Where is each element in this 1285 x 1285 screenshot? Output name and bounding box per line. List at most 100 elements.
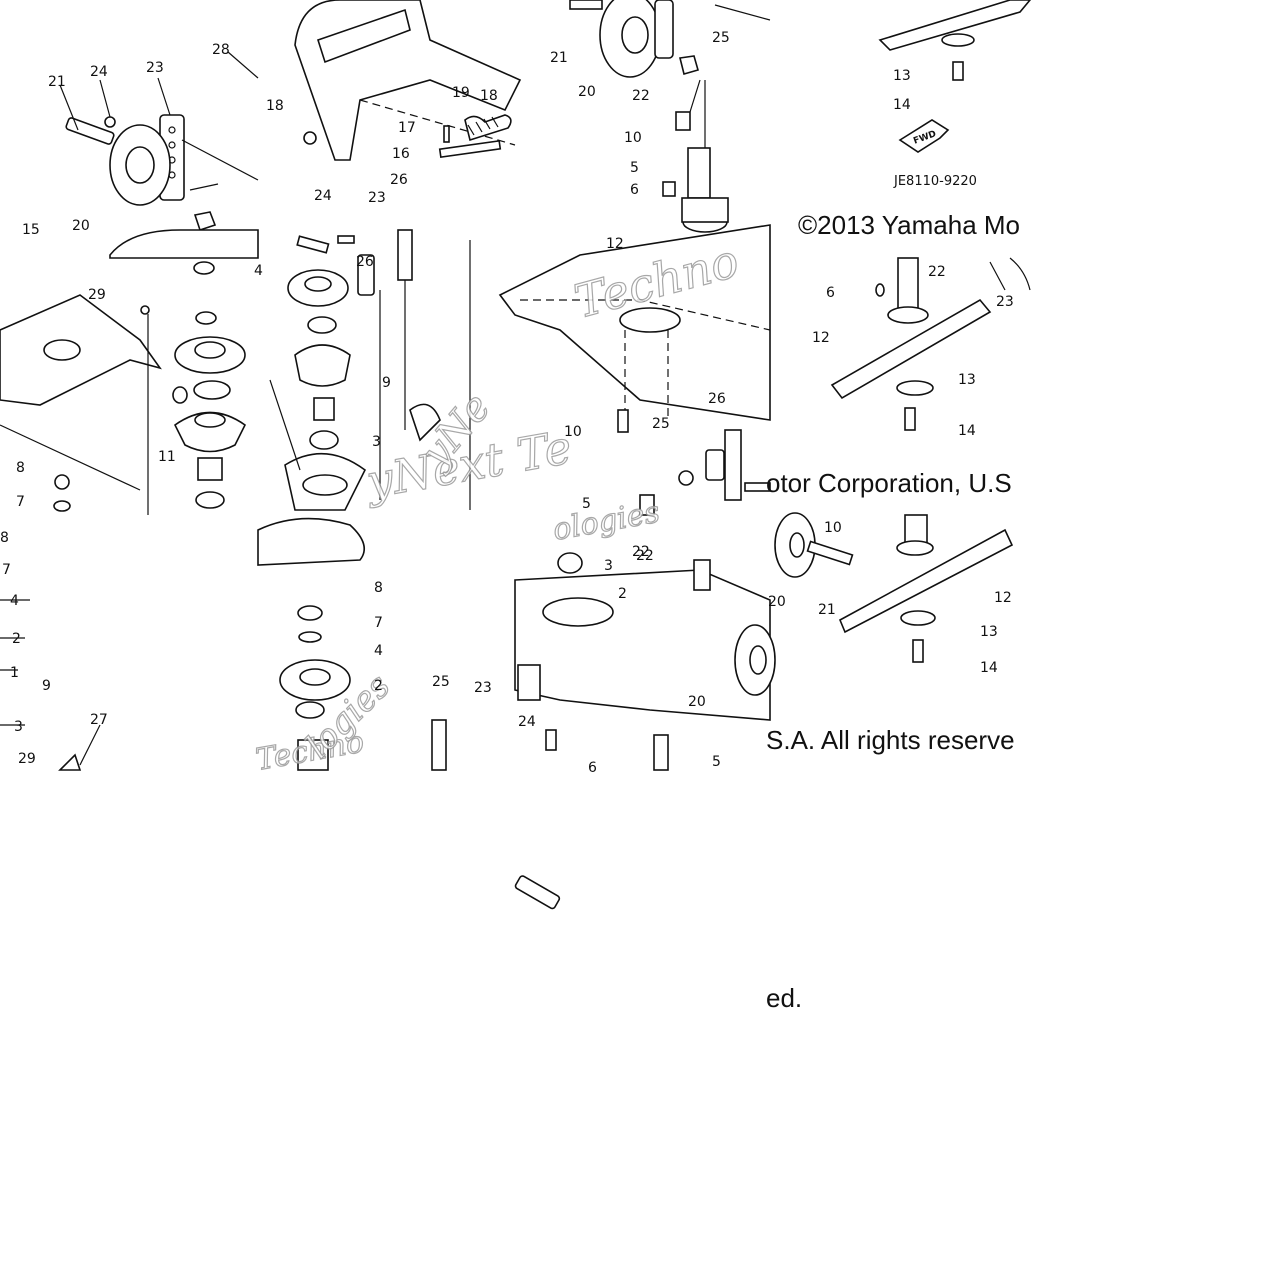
blade-washer-2 (896, 380, 934, 396)
deck-washer (53, 500, 71, 512)
part-label: 13 (958, 372, 976, 388)
deck-bracket-pad (705, 449, 725, 481)
part-label: 22 (632, 88, 650, 104)
spacer (197, 457, 223, 481)
part-label: 16 (392, 146, 410, 162)
lower-nut (297, 605, 323, 621)
part-label: 2 (12, 631, 21, 647)
spring-rod (438, 139, 502, 159)
belt-cover-assembly (294, 0, 522, 161)
part-label: 9 (382, 375, 391, 391)
spindle-shaft (687, 147, 711, 199)
deck-assembly (498, 224, 771, 516)
blade-assembly-middle-right (830, 257, 1031, 431)
idler-bolt (296, 235, 330, 254)
blade-bolt-3 (912, 639, 924, 663)
pulley-nut (193, 261, 215, 275)
copyright-segment-1: ©2013 Yamaha Mo (798, 210, 1021, 240)
bracket-pad (357, 254, 375, 296)
part-label: 9 (42, 678, 51, 694)
part-label: 2 (618, 586, 627, 602)
cover-logo-plate (317, 8, 411, 64)
part-label: 19 (452, 85, 470, 101)
part-label: 11 (158, 449, 176, 465)
part-label: 29 (18, 751, 36, 767)
part-label: 13 (893, 68, 911, 84)
part-label: 8 (0, 530, 9, 546)
spindle-shaft-2 (897, 257, 919, 309)
lower-washer (298, 631, 322, 643)
fwd-arrow (898, 119, 950, 153)
part-label: 1 (10, 665, 19, 681)
lower-bearing (295, 701, 325, 719)
part-label: 14 (958, 423, 976, 439)
lower-spacer (557, 552, 583, 574)
part-label: 3 (604, 558, 613, 574)
part-label: 20 (688, 694, 706, 710)
blade-bolt-2 (904, 407, 916, 431)
blade-assembly-top-right (878, 0, 1032, 153)
part-label: 2 (374, 678, 383, 694)
wheel-bolt (569, 0, 603, 10)
adjust-bar (397, 229, 413, 281)
part-label: 23 (996, 294, 1014, 310)
part-label: 3 (14, 719, 23, 735)
copyright-segment-2: otor Corporation, U.S (766, 468, 1012, 498)
set-pin (337, 235, 355, 244)
deck-nut-2 (678, 470, 694, 486)
idler-spacer (307, 316, 337, 334)
pulley-bolt (172, 386, 188, 404)
lower-spindle (653, 734, 669, 771)
part-label: 10 (564, 424, 582, 440)
part-label: 25 (432, 674, 450, 690)
copyright-segment-4: ed. (766, 983, 803, 1013)
part-label: 25 (712, 30, 730, 46)
part-label: 20 (768, 594, 786, 610)
lower-deck-assembly (514, 552, 776, 910)
part-label: 21 (550, 50, 568, 66)
part-code: JE8110-9220 (894, 174, 977, 189)
deck-edge (109, 229, 259, 259)
part-label: 21 (818, 602, 836, 618)
lower-adjust-bar (431, 719, 447, 771)
axle-bolt (65, 117, 115, 145)
part-label: 26 (708, 391, 726, 407)
part-label: 7 (16, 494, 25, 510)
part-label: 5 (712, 754, 721, 770)
copyright-segment-3: S.A. All rights reserve (766, 725, 1015, 755)
blade (878, 0, 1032, 51)
idler-spacer-2 (313, 397, 335, 421)
part-label: 15 (22, 222, 40, 238)
blade-bolt (952, 61, 964, 81)
part-label: 20 (578, 84, 596, 100)
deck-nut (54, 474, 70, 490)
wheel-bracket (654, 0, 674, 59)
part-label: 4 (10, 593, 19, 609)
cover-nut (303, 131, 317, 145)
wheel-assembly-top-left (59, 51, 259, 259)
lower-housing (297, 739, 329, 771)
blade-washer (941, 33, 975, 47)
pin (443, 125, 450, 143)
part-label: 7 (374, 615, 383, 631)
blade-washer-3 (900, 610, 936, 626)
part-label: 23 (368, 190, 386, 206)
part-label: 22 (928, 264, 946, 280)
part-label: 28 (212, 42, 230, 58)
deck-bolt (617, 409, 629, 433)
shield-bolt (140, 305, 150, 315)
part-label: 12 (994, 590, 1012, 606)
part-label: 21 (48, 74, 66, 90)
part-label: 12 (812, 330, 830, 346)
part-label: 22 (636, 548, 654, 564)
spindle-assembly-top (569, 0, 771, 233)
lower-bolt (545, 729, 557, 751)
lower-left-parts (0, 599, 101, 771)
grease-fitting (104, 116, 116, 128)
part-label: 17 (398, 120, 416, 136)
pulley-washer (195, 311, 217, 325)
nut (193, 211, 217, 232)
blade-2 (830, 298, 992, 400)
part-label: 23 (474, 680, 492, 696)
